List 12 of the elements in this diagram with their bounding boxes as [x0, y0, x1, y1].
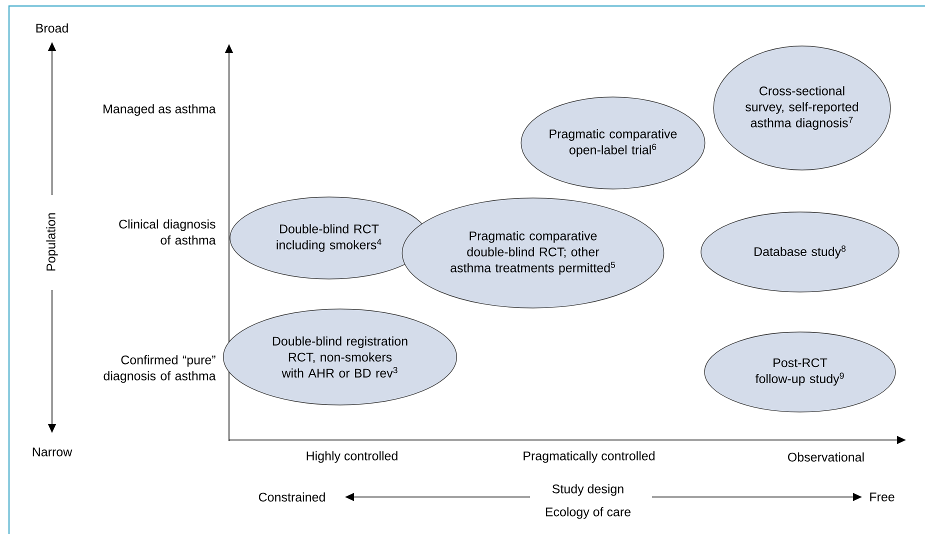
axis-label: Free: [870, 492, 894, 502]
axis-label: Population: [46, 213, 58, 270]
axis-label: Ecology of care: [546, 507, 631, 519]
axis-label: Clinical diagnosis of asthma: [119, 219, 216, 245]
axis-label: Constrained: [258, 492, 325, 502]
axis-label: Highly controlled: [306, 451, 398, 463]
axis-label: Managed as asthma: [104, 104, 216, 116]
axis-label: Narrow: [32, 448, 72, 456]
axis-label: Broad: [36, 23, 68, 33]
axis-label: Study design: [552, 484, 624, 496]
axis-label: Observational: [788, 452, 864, 462]
axis-label: Pragmatically controlled: [524, 451, 655, 463]
